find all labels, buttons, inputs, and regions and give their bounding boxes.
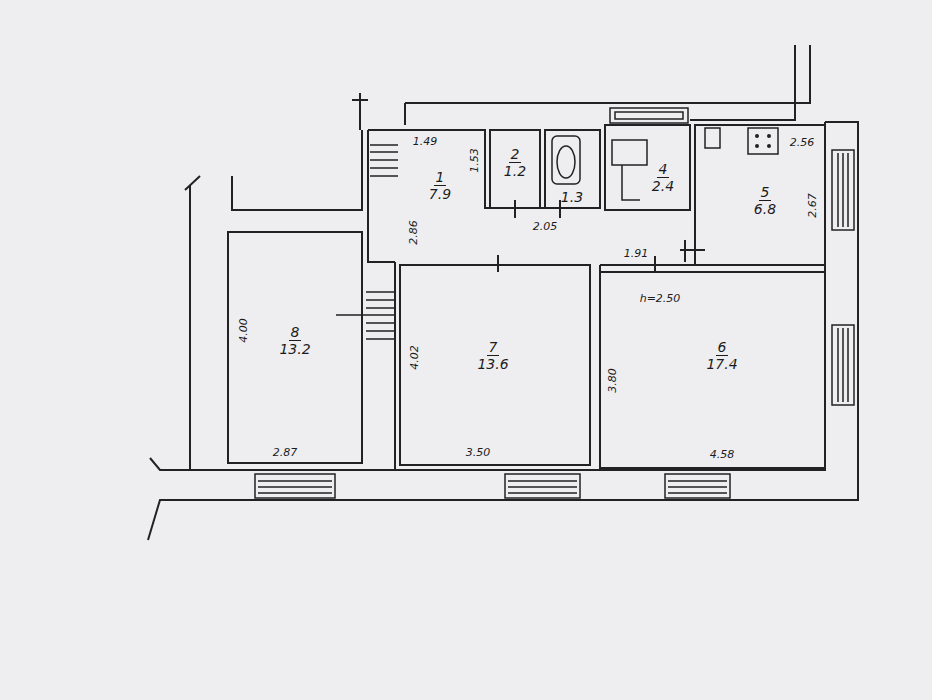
- room-label: 42.4: [648, 160, 678, 195]
- dimension-label: 4.02: [408, 344, 421, 371]
- wall-ticks: [336, 145, 398, 339]
- room-number: 1: [434, 169, 447, 186]
- dimension-label: 2.87: [272, 446, 299, 459]
- stove-symbol: [748, 128, 778, 154]
- room-area: 6.8: [752, 201, 778, 217]
- hall-outline: [368, 130, 695, 470]
- room-number: 8: [289, 324, 302, 341]
- dimension-label: 3.80: [606, 367, 619, 394]
- room-label: 21.2: [500, 145, 530, 180]
- bath-symbol: [552, 136, 580, 184]
- room-area: 17.4: [704, 356, 739, 372]
- dimension-label: 1.53: [468, 147, 481, 174]
- room-number: 7: [487, 339, 500, 356]
- fixtures: [552, 108, 778, 200]
- outer-wall: [148, 122, 858, 540]
- room-number: 2: [509, 146, 522, 163]
- room-area: 13.6: [475, 356, 510, 372]
- outer-wall: [352, 45, 810, 130]
- room-outline: [600, 272, 825, 468]
- vent-symbol: [615, 112, 683, 119]
- room-label: 56.8: [750, 183, 780, 218]
- dimension-label: 4.58: [709, 448, 736, 461]
- pipe-symbol: [622, 165, 640, 200]
- toilet-symbol: [612, 140, 647, 165]
- room-area: 13.2: [277, 341, 312, 357]
- room-outline: [545, 130, 600, 208]
- dimension-label: 2.67: [806, 192, 819, 219]
- dimension-label: 2.56: [789, 136, 816, 149]
- door-mark: [498, 200, 705, 272]
- room-area: 1.2: [502, 163, 528, 179]
- room-outline: [228, 232, 362, 463]
- room-label: 17.9: [425, 168, 455, 203]
- room-area: 1.3: [559, 189, 585, 205]
- room-outline: [400, 265, 590, 465]
- room-outline: [695, 125, 825, 265]
- room-label: 1.3: [557, 188, 587, 206]
- dimension-label: 2.86: [407, 219, 420, 246]
- room-outline: [490, 130, 540, 208]
- dimension-label: h=2.50: [639, 292, 682, 305]
- room-area: 7.9: [427, 186, 453, 202]
- room-label: 713.6: [473, 338, 512, 373]
- walls: [148, 45, 858, 540]
- dimension-label: 3.50: [465, 446, 492, 459]
- vent-symbol: [610, 108, 688, 123]
- outer-wall: [185, 130, 362, 470]
- room-outline: [605, 125, 690, 210]
- dimension-label: 1.91: [623, 247, 650, 260]
- stove-burners: [755, 134, 771, 148]
- room-number: 4: [657, 161, 670, 178]
- room-area: 2.4: [650, 178, 676, 194]
- sink-symbol: [705, 128, 720, 148]
- room-number: 5: [759, 184, 772, 201]
- room-label: 813.2: [275, 323, 314, 358]
- dimension-label: 2.05: [532, 220, 559, 233]
- dimension-label: 4.00: [237, 317, 250, 344]
- dimension-label: 1.49: [412, 135, 439, 148]
- bath-symbol: [557, 146, 575, 178]
- room-number: 6: [716, 339, 729, 356]
- window-symbol: [255, 150, 854, 498]
- outer-wall: [150, 122, 825, 470]
- room-label: 617.4: [702, 338, 741, 373]
